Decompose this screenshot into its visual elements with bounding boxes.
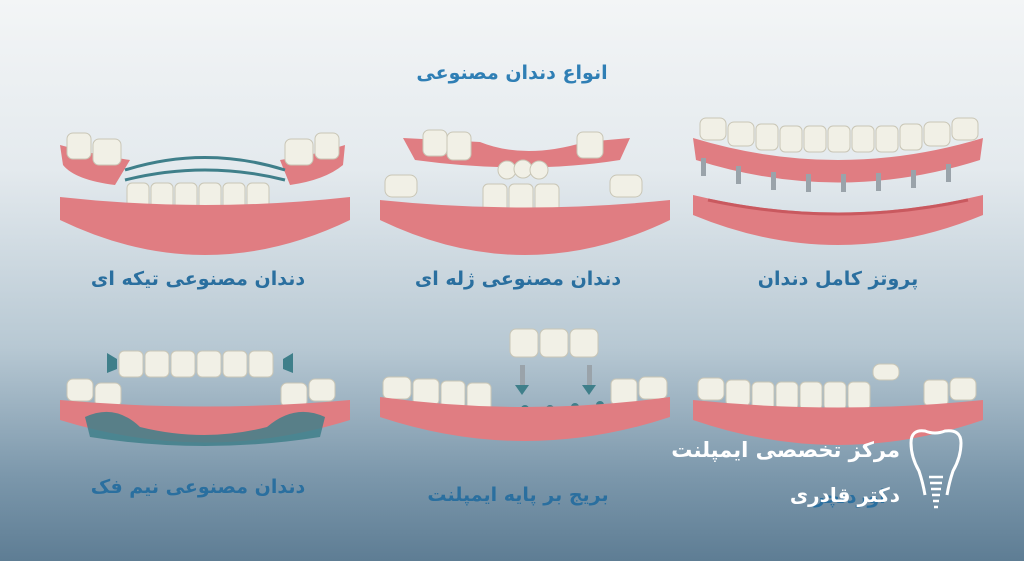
caption-partial-denture: دندان مصنوعی تیکه ای (90, 268, 306, 290)
caption-flexible-denture: دندان مصنوعی ژله ای (414, 268, 622, 290)
caption-overdenture: اوردنچر (814, 486, 886, 508)
watermark-doctor-name: دکتر قادری (789, 483, 900, 507)
caption-half-arch-denture: دندان مصنوعی نیم فک (90, 476, 306, 498)
caption-implant-bridge: بریج بر پایه ایمپلنت (427, 484, 609, 506)
tooth-implant-logo-icon (903, 425, 968, 520)
partial-denture-illustration (55, 125, 355, 275)
page-title: انواع دندان مصنوعی (416, 62, 608, 84)
overdenture-illustration (688, 360, 988, 510)
implant-bridge-illustration (375, 325, 675, 475)
complete-denture-illustration (688, 110, 988, 260)
half-arch-denture-illustration (55, 345, 355, 495)
flexible-denture-illustration (375, 120, 675, 270)
caption-complete-denture: پروتز کامل دندان (757, 268, 919, 290)
watermark-center-name: مرکز تخصصی ایمپلنت (671, 438, 900, 462)
